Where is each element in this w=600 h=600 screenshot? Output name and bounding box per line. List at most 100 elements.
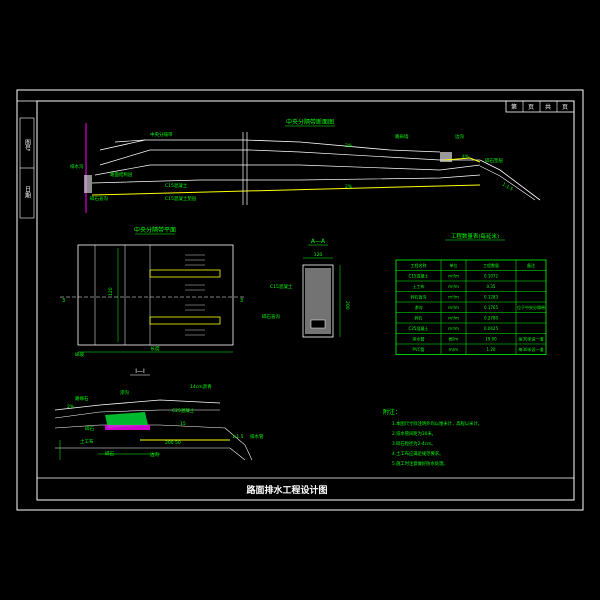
- plan-yellow-bottom: [149, 316, 221, 325]
- table-cell: C25混凝土: [409, 325, 429, 331]
- plan-title: 中央分隔带平面: [134, 226, 176, 234]
- left-wall-hatch: [84, 175, 92, 193]
- table-cell: 位于中央分隔带: [517, 304, 545, 310]
- table-cell: 土工布: [413, 283, 425, 289]
- cs-label-right-b: 边沟: [455, 133, 464, 140]
- aa-side-a: C15混凝土: [270, 283, 293, 290]
- table-cell: 1.20: [487, 347, 496, 352]
- s11-label-a: 路缘石: [75, 395, 89, 402]
- cs-label-left-c: 碎石盲沟: [90, 195, 108, 202]
- aa-box: [302, 264, 334, 338]
- table-cell: 每30米设一道: [518, 336, 543, 342]
- right-shoulder-box: [440, 152, 452, 162]
- side-strip-b: 日期: [24, 186, 31, 199]
- page-cell-4: 页: [562, 104, 568, 111]
- table-cell: 渗沟: [415, 304, 423, 310]
- s11-green-fill: [105, 412, 148, 428]
- table-cell: 0.2780: [484, 316, 498, 321]
- aa-height: 200: [344, 301, 350, 310]
- section-11-title: I—I: [135, 368, 145, 375]
- road-layer-2: [94, 164, 481, 176]
- table-cell: m³/m: [448, 326, 459, 331]
- table-cell: 每30米设一道: [518, 346, 543, 352]
- table-cell: 0.1072: [484, 274, 498, 279]
- table-cell: 排水管: [413, 336, 425, 342]
- s11-label-l: 碎石: [105, 450, 114, 457]
- s11-label-b: 2%: [67, 404, 75, 410]
- table-cell: 根/m: [449, 336, 458, 342]
- note-2: 2.排水管间距为30米。: [392, 430, 436, 437]
- notes-heading: 附注：: [383, 408, 401, 416]
- cs-label-right-slope: 1:1.5: [501, 182, 514, 193]
- s11-label-i: 15: [180, 421, 186, 427]
- plan-left-note: 纵坡: [75, 351, 84, 358]
- left-chamfer: [114, 139, 146, 143]
- right-shoulder-yellow: [444, 157, 481, 163]
- plan-outline: [77, 244, 234, 346]
- plan-label-mid-r: 3: [240, 298, 243, 304]
- table-cell: m³/m: [448, 295, 459, 300]
- s11-slope: [224, 427, 253, 461]
- road-layer-1: [99, 149, 480, 166]
- plan-label-mid: 3: [62, 298, 65, 304]
- s11-label-d: 渗沟: [120, 389, 129, 396]
- cs-label-right-a: 路肩墙: [395, 133, 409, 140]
- s11-layer-1: [54, 409, 220, 419]
- table-cell: 0.1283: [484, 295, 498, 300]
- cs-label-left-b: 排水沟: [70, 163, 84, 170]
- table-cell: 19.00: [485, 337, 497, 342]
- page-cell-2: 页: [528, 104, 534, 111]
- s11-label-k: 边沟: [150, 451, 159, 458]
- table-cell: m²/m: [448, 284, 459, 289]
- cs-label-mid-d: 路面结构层: [110, 171, 133, 178]
- yellow-base-line: [91, 184, 481, 196]
- right-slope-b: [479, 165, 536, 201]
- table-title: 工程数量表(每延米): [451, 232, 499, 240]
- table-cell: 碎石: [415, 315, 423, 321]
- inner-frame: [36, 100, 575, 501]
- plan-bottom-dim: 长度: [151, 345, 160, 352]
- table-cell: 0.35: [487, 284, 496, 289]
- table-cell: m/m: [449, 347, 458, 352]
- plan-yellow-top: [149, 269, 221, 278]
- road-layer-3: [91, 174, 481, 184]
- table-cell: 0.0425: [484, 326, 498, 331]
- note-1: 1.本图尺寸除注明外均以厘米计，高程以米计。: [392, 420, 482, 427]
- right-slope: [479, 159, 541, 201]
- s11-magenta-strip: [105, 425, 150, 430]
- s11-label-e: C25混凝土: [172, 407, 195, 414]
- aa-tag: [310, 319, 326, 329]
- cs-label-right-c: 4%: [462, 154, 470, 160]
- s11-base: [55, 447, 246, 461]
- aa-side-b: 碎石盲沟: [262, 313, 280, 320]
- aa-title: A—A: [311, 238, 326, 245]
- note-5: 5.施工时注意做好防水处理。: [392, 460, 448, 467]
- cs-label-right-d: 碎石垫层: [485, 157, 503, 164]
- s11-label-c: 14cm沥青: [190, 383, 212, 390]
- cs-label-slope-mid: 2%: [345, 143, 353, 149]
- s11-label-f: 碎石: [85, 425, 94, 432]
- cs-label-mid-b: 2%: [345, 184, 353, 190]
- plan-dim-top: 120: [108, 287, 114, 296]
- road-surface-top: [99, 139, 441, 153]
- s11-label-g: 土工布: [80, 438, 94, 445]
- s11-label-m: 排水管: [250, 433, 264, 440]
- cross-section-title: 中央分隔带断面图: [286, 118, 334, 126]
- s11-label-h: 200 50: [165, 440, 181, 446]
- note-4: 4.土工布应满足规范要求。: [392, 450, 443, 457]
- table-header-cell: 工程数量: [483, 262, 499, 268]
- s11-label-j: 1:1.5: [232, 434, 244, 440]
- aa-width: 120: [314, 252, 323, 258]
- table-cell: 0.1765: [484, 305, 498, 310]
- table-cell: m³/m: [448, 305, 459, 310]
- table-cell: 碎石盲沟: [411, 294, 427, 300]
- table-border: [395, 259, 547, 355]
- table-cell: m³/m: [448, 274, 459, 279]
- table-cell: PVC管: [413, 346, 425, 352]
- table-header-cell: 工程名称: [411, 262, 427, 268]
- table-cell: C15混凝土: [409, 273, 429, 279]
- side-strip-a: 图号: [24, 139, 31, 152]
- table-header-cell: 备注: [527, 262, 535, 268]
